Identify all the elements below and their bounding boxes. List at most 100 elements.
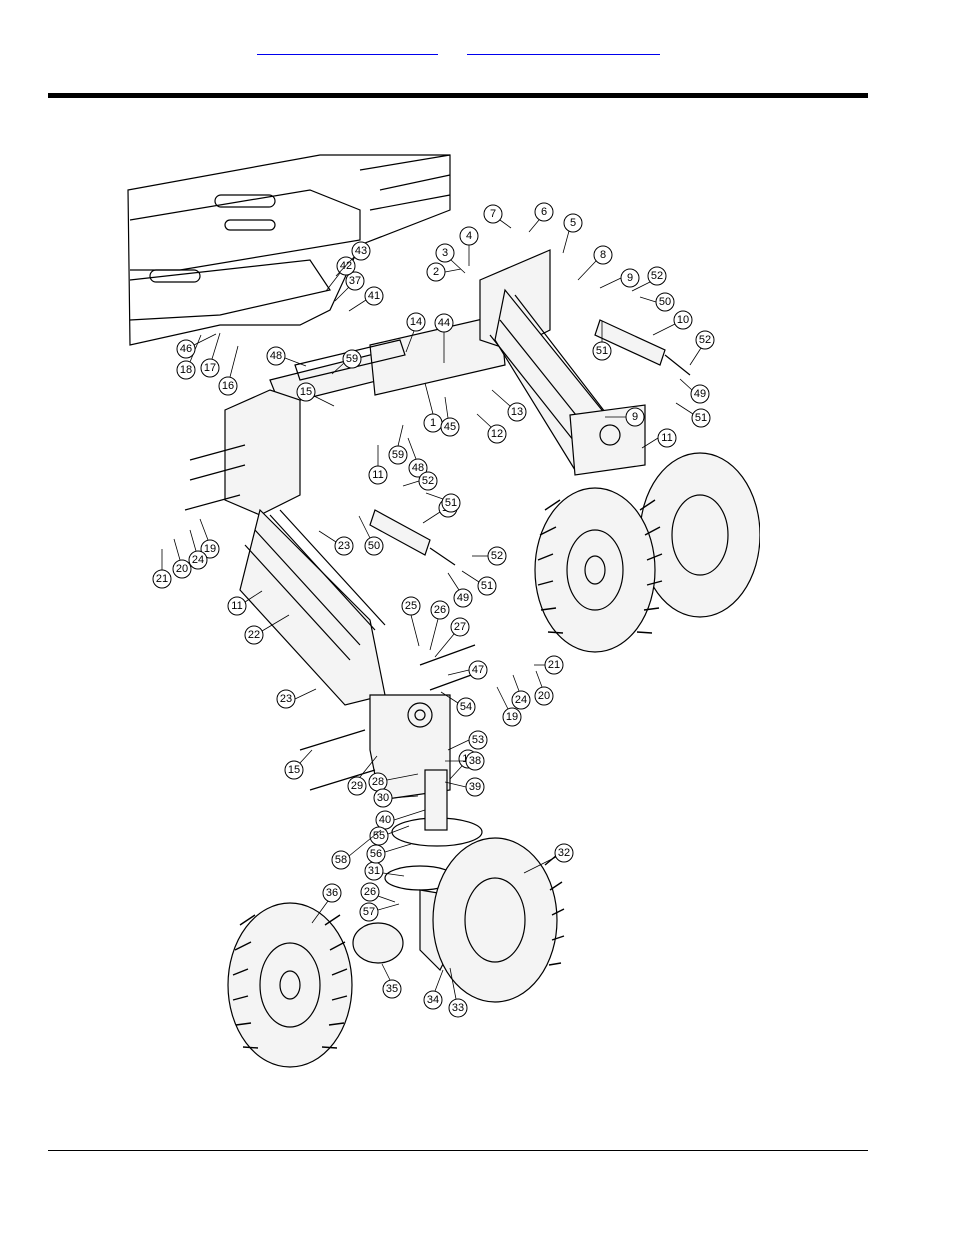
callout-55: 55	[369, 825, 410, 846]
svg-text:9: 9	[627, 272, 633, 284]
svg-text:31: 31	[368, 865, 380, 877]
header-link-2[interactable]	[467, 40, 660, 55]
callout-45: 45	[440, 396, 460, 437]
callout-11c: 11	[227, 590, 263, 616]
svg-text:41: 41	[368, 290, 380, 302]
svg-text:50: 50	[368, 540, 380, 552]
callout-48: 48	[266, 346, 307, 367]
callout-50b: 50	[358, 515, 384, 556]
svg-text:24: 24	[192, 554, 204, 566]
exploded-parts-diagram: 1 2 3 4 5 6 7 8 9 9 10 10 11 11 11 11 12…	[127, 154, 760, 1068]
svg-text:23: 23	[280, 693, 292, 705]
svg-text:51: 51	[481, 580, 493, 592]
callout-59b: 59	[388, 424, 408, 465]
callout-24b: 24	[511, 674, 531, 710]
callout-15: 15	[296, 382, 335, 407]
svg-text:19: 19	[506, 711, 518, 723]
callout-21: 21	[152, 549, 172, 589]
svg-text:7: 7	[490, 208, 496, 220]
callout-58: 58	[331, 829, 382, 870]
callout-38: 38	[445, 751, 485, 771]
callout-48b: 48	[407, 437, 428, 478]
callout-2: 2	[426, 262, 462, 282]
callout-14: 14	[405, 312, 426, 353]
svg-text:16: 16	[222, 380, 234, 392]
callout-39: 39	[444, 777, 485, 797]
svg-text:32: 32	[558, 847, 570, 859]
svg-text:34: 34	[427, 994, 439, 1006]
callout-41: 41	[348, 286, 384, 312]
svg-text:29: 29	[351, 780, 363, 792]
svg-text:43: 43	[355, 245, 367, 257]
callout-56: 56	[366, 843, 412, 864]
lower-wheel-pair	[227, 837, 565, 1068]
callout-25: 25	[401, 596, 421, 647]
callout-7: 7	[483, 204, 512, 229]
callout-51: 51	[592, 321, 612, 361]
svg-text:8: 8	[600, 249, 606, 261]
callout-11: 11	[641, 428, 677, 449]
callout-35: 35	[381, 963, 402, 999]
svg-text:52: 52	[491, 550, 503, 562]
svg-text:50: 50	[659, 296, 671, 308]
callout-51b: 51	[675, 402, 711, 428]
svg-text:25: 25	[405, 600, 417, 612]
svg-text:12: 12	[491, 428, 503, 440]
callout-26b: 26	[360, 882, 396, 903]
svg-text:30: 30	[377, 792, 389, 804]
svg-text:15: 15	[300, 386, 312, 398]
svg-text:11: 11	[661, 432, 672, 444]
callout-44: 44	[434, 313, 454, 363]
callout-12: 12	[476, 413, 507, 444]
header-rule	[48, 93, 868, 98]
header-link-1[interactable]	[257, 40, 438, 55]
svg-text:5: 5	[570, 217, 576, 229]
callout-9b: 9	[605, 407, 645, 427]
callout-33: 33	[448, 967, 468, 1018]
svg-text:36: 36	[326, 887, 338, 899]
callout-50: 50	[639, 292, 675, 312]
right-bracket	[479, 249, 646, 476]
callout-20: 20	[172, 538, 192, 579]
callout-51d: 51	[461, 570, 497, 596]
callout-26: 26	[429, 600, 450, 651]
callout-6: 6	[528, 202, 554, 233]
svg-text:24: 24	[515, 694, 527, 706]
svg-text:46: 46	[180, 343, 192, 355]
svg-text:55: 55	[373, 830, 385, 842]
callout-22: 22	[244, 614, 290, 645]
callout-43: 43	[335, 241, 371, 277]
callout-20b: 20	[534, 670, 554, 706]
svg-text:3: 3	[442, 247, 448, 259]
svg-text:11: 11	[372, 469, 383, 481]
callout-57: 57	[359, 902, 400, 922]
svg-text:38: 38	[469, 755, 481, 767]
svg-text:49: 49	[457, 592, 469, 604]
callout-40: 40	[375, 809, 426, 830]
svg-text:9: 9	[632, 411, 638, 423]
callout-labels: 1 2 3 4 5 6 7 8 9 9 10 10 11 11 11 11 12…	[152, 202, 715, 1018]
callout-32: 32	[523, 843, 574, 874]
svg-text:53: 53	[472, 734, 484, 746]
callout-49b: 49	[447, 572, 473, 608]
callout-52c: 52	[402, 471, 438, 491]
svg-text:54: 54	[460, 701, 472, 713]
svg-text:52: 52	[422, 475, 434, 487]
svg-text:49: 49	[694, 388, 706, 400]
callout-54: 54	[440, 691, 476, 717]
callout-11b: 11	[368, 445, 388, 485]
callout-27: 27	[434, 617, 470, 658]
svg-text:1: 1	[430, 417, 436, 429]
pins	[184, 444, 486, 791]
callout-23b: 23	[276, 688, 317, 709]
callout-37: 37	[334, 271, 365, 302]
svg-text:40: 40	[379, 814, 391, 826]
callout-51c: 51	[425, 492, 461, 513]
svg-text:19: 19	[204, 543, 216, 555]
callout-34: 34	[423, 969, 444, 1010]
svg-text:51: 51	[445, 497, 457, 509]
svg-text:11: 11	[231, 600, 242, 612]
svg-text:18: 18	[180, 364, 192, 376]
hydraulic-cylinders	[369, 319, 691, 566]
callout-10: 10	[652, 310, 693, 336]
